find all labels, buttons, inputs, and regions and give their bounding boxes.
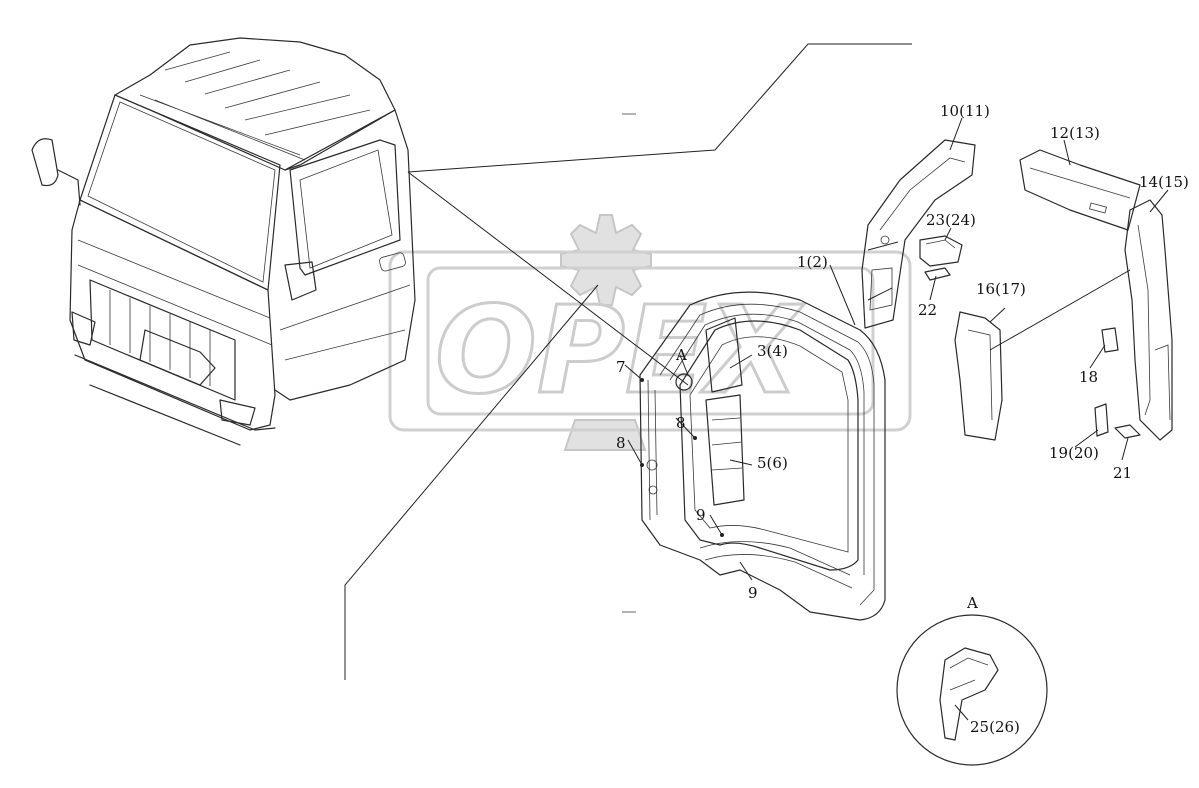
label-3-4: 3(4) xyxy=(757,342,788,360)
label-14-15: 14(15) xyxy=(1139,173,1189,191)
part-14-15 xyxy=(1124,199,1173,441)
label-a-marker: A xyxy=(675,346,687,364)
label-9a: 9 xyxy=(696,506,706,524)
leader-lines-cab xyxy=(344,43,912,680)
label-25-26: 25(26) xyxy=(970,718,1020,736)
part-19-20 xyxy=(1094,403,1109,437)
label-9b: 9 xyxy=(748,584,758,602)
label-12-13: 12(13) xyxy=(1050,124,1100,142)
label-detail-a: A xyxy=(966,594,978,612)
label-21: 21 xyxy=(1113,464,1132,482)
label-18: 18 xyxy=(1079,368,1098,386)
watermark-text: OPEX xyxy=(435,282,805,421)
label-22: 22 xyxy=(918,301,937,319)
marker-dots xyxy=(640,378,724,537)
watermark-logo: OPEX xyxy=(388,214,912,451)
detail-a-view xyxy=(896,614,1048,766)
label-7: 7 xyxy=(616,358,626,376)
center-marks xyxy=(622,113,636,613)
label-16-17: 16(17) xyxy=(976,280,1026,298)
label-5-6: 5(6) xyxy=(757,454,788,472)
label-10-11: 10(11) xyxy=(940,102,990,120)
label-8b: 8 xyxy=(616,434,626,452)
part-23-24 xyxy=(919,235,963,267)
part-10-11 xyxy=(861,139,976,329)
part-12-13 xyxy=(1019,149,1141,231)
part-21 xyxy=(1114,424,1141,439)
label-leaders xyxy=(624,117,1169,581)
part-16-17 xyxy=(954,311,1003,441)
label-23-24: 23(24) xyxy=(926,211,976,229)
label-19-20: 19(20) xyxy=(1049,444,1099,462)
part-22 xyxy=(924,267,951,281)
callout-labels: 1(2) 3(4) 5(6) 7 8 8 9 9 A 10(11) 12(13)… xyxy=(616,102,1189,736)
label-1-2: 1(2) xyxy=(797,253,828,271)
label-8a: 8 xyxy=(676,414,686,432)
truck-cab xyxy=(31,37,416,446)
part-18 xyxy=(1101,327,1119,353)
side-panel-assembly xyxy=(639,291,886,621)
